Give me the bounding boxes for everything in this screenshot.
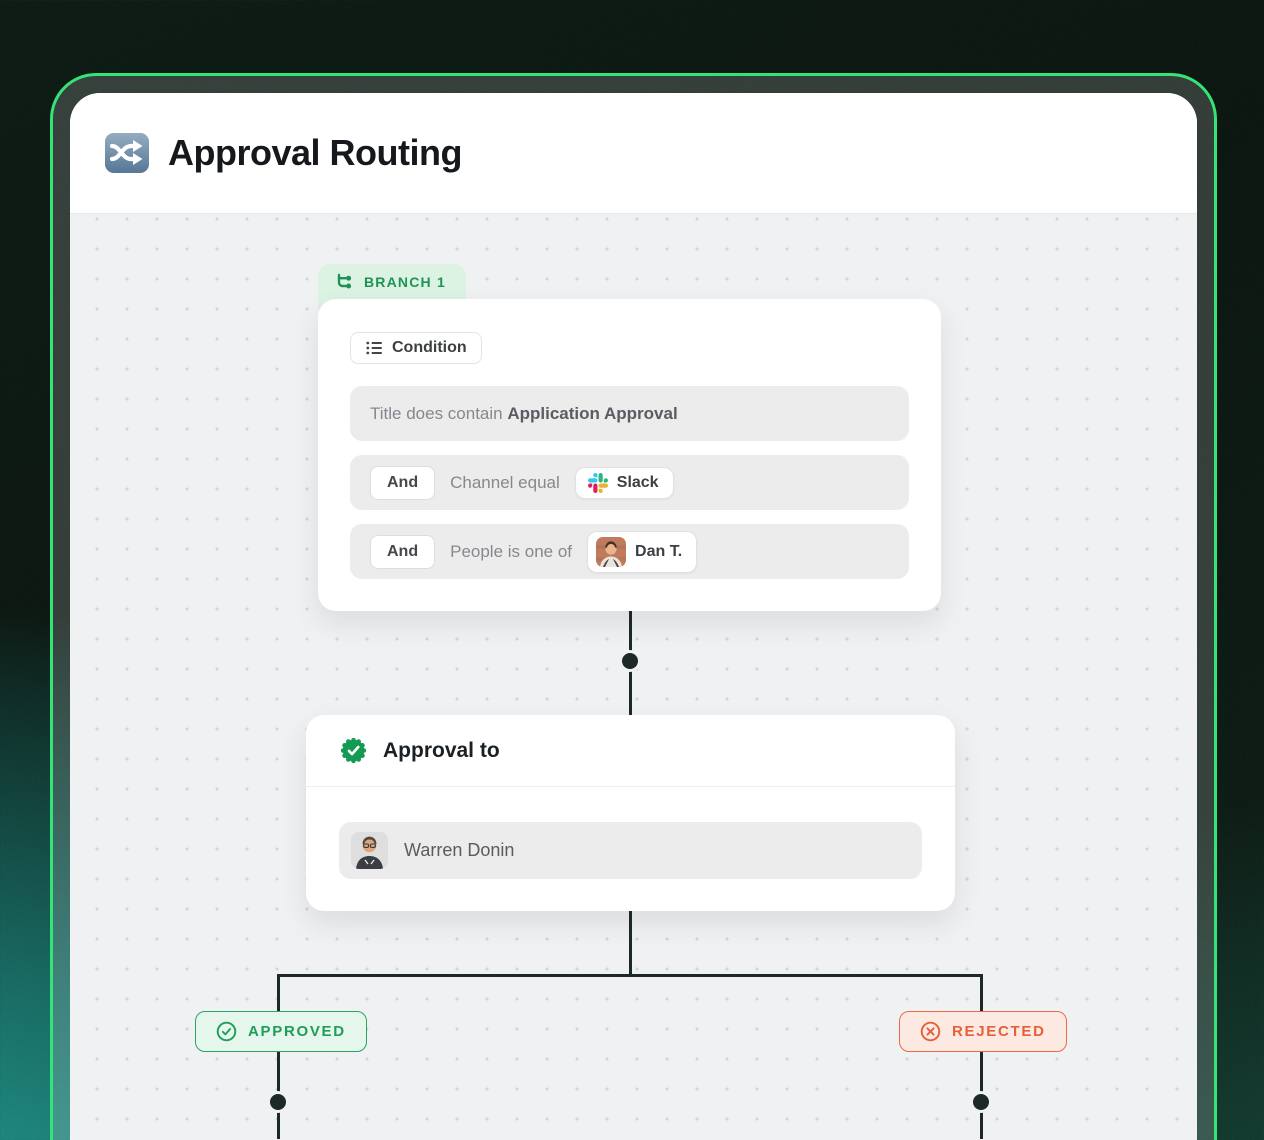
x-circle-icon bbox=[920, 1021, 941, 1042]
assignee-name: Warren Donin bbox=[404, 840, 515, 860]
slack-logo-icon bbox=[587, 472, 608, 493]
approved-branch-line bbox=[277, 974, 280, 1139]
and-connector-chip[interactable]: And bbox=[370, 465, 436, 500]
condition-row-channel[interactable]: And Channel equal Slack bbox=[350, 455, 909, 510]
branch-split-line bbox=[277, 974, 983, 977]
approval-card[interactable]: Approval to Warren bbox=[306, 715, 955, 911]
list-icon bbox=[366, 341, 382, 355]
rejected-label: REJECTED bbox=[952, 1023, 1046, 1040]
condition-text: Channel equal bbox=[450, 472, 560, 492]
condition-text: People is one of bbox=[450, 541, 573, 561]
condition-card[interactable]: Condition Title does contain Application… bbox=[318, 299, 941, 611]
condition-row-title[interactable]: Title does contain Application Approval bbox=[350, 386, 909, 441]
connector-line bbox=[629, 911, 632, 975]
person-value-label: Dan T. bbox=[635, 542, 683, 560]
condition-text: Title does contain Application Approval bbox=[370, 403, 678, 423]
slack-value-label: Slack bbox=[616, 473, 659, 491]
workflow-window: Approval Routing BRANCH 1 bbox=[70, 93, 1197, 1140]
approval-card-title: Approval to bbox=[383, 738, 500, 762]
approval-card-header: Approval to bbox=[306, 715, 955, 787]
rejected-badge[interactable]: REJECTED bbox=[899, 1011, 1067, 1052]
rejected-branch-line bbox=[980, 974, 983, 1139]
page-title: Approval Routing bbox=[168, 132, 462, 173]
verified-seal-icon bbox=[340, 737, 367, 764]
condition-row-people[interactable]: And People is one of bbox=[350, 524, 909, 579]
and-connector-chip[interactable]: And bbox=[370, 534, 436, 569]
window-header: Approval Routing bbox=[70, 93, 1197, 213]
approved-branch-node[interactable] bbox=[270, 1094, 286, 1110]
slack-value-chip[interactable]: Slack bbox=[574, 466, 674, 499]
avatar-dan bbox=[596, 536, 627, 567]
condition-chip[interactable]: Condition bbox=[350, 332, 482, 364]
branch-label: BRANCH 1 bbox=[364, 274, 446, 290]
workflow-frame: Approval Routing BRANCH 1 bbox=[50, 73, 1217, 1140]
avatar-warren bbox=[351, 832, 388, 869]
rejected-branch-node[interactable] bbox=[973, 1094, 989, 1110]
workflow-canvas[interactable]: BRANCH 1 Condition Title does contain Ap… bbox=[70, 213, 1197, 1140]
approved-label: APPROVED bbox=[248, 1023, 346, 1040]
branch-icon bbox=[337, 273, 352, 289]
shuffle-icon bbox=[105, 133, 149, 173]
assignee-field[interactable]: Warren Donin bbox=[339, 822, 922, 879]
condition-chip-label: Condition bbox=[392, 339, 467, 356]
approved-badge[interactable]: APPROVED bbox=[195, 1011, 367, 1052]
check-circle-icon bbox=[216, 1021, 237, 1042]
connector-node[interactable] bbox=[622, 653, 638, 669]
person-value-chip[interactable]: Dan T. bbox=[587, 530, 698, 573]
